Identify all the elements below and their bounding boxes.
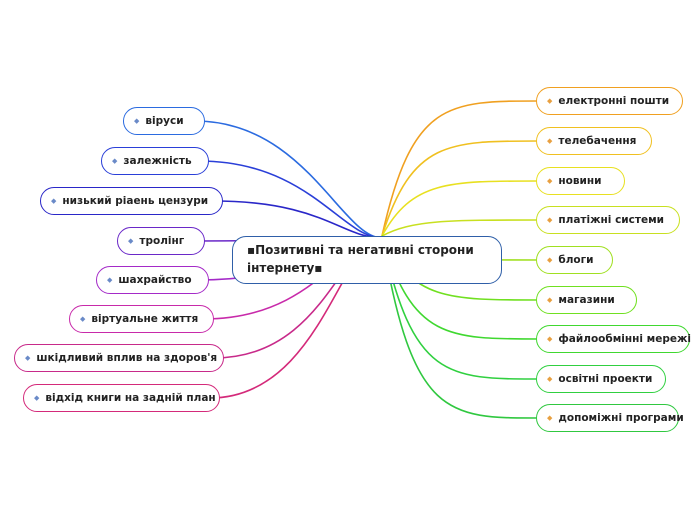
right-node-tv[interactable]: ◆ телебачення [536,127,652,155]
bullet-icon: ◆ [547,256,553,264]
left-node-viruses[interactable]: ◆ віруси [123,107,205,135]
node-label: віртуальне життя [91,313,199,325]
node-label: електронні пошти [558,95,670,107]
right-node-education[interactable]: ◆ освітні проекти [536,365,666,393]
right-node-news[interactable]: ◆ новини [536,167,625,195]
bullet-icon: ◆ [547,414,553,422]
bullet-icon: ◆ [107,276,113,284]
node-label: магазини [558,294,615,306]
left-node-health[interactable]: ◆ шкідливий вплив на здоров'я [14,344,224,372]
node-label: допоміжні програми [558,412,684,424]
right-node-email[interactable]: ◆ електронні пошти [536,87,683,115]
right-node-filesharing[interactable]: ◆ файлообмінні мережі [536,325,692,353]
node-label: файлообмінні мережі [558,333,692,345]
bullet-icon: ◆ [51,197,57,205]
bullet-icon: ◆ [34,394,40,402]
node-label: низький ріаень цензури [62,195,209,207]
bullet-icon: ◆ [547,296,553,304]
node-label: віруси [145,115,184,127]
left-node-fraud[interactable]: ◆ шахрайство [96,266,209,294]
connector-line [198,160,383,239]
bullet-icon: ◆ [25,354,31,362]
central-topic-title: ▪Позитивні та негативні сторони інтернет… [247,243,474,275]
bullet-icon: ◆ [112,157,118,165]
node-label: шкідливий вплив на здоров'я [36,352,218,364]
left-node-trolling[interactable]: ◆ тролінг [117,227,205,255]
node-label: відхід книги на задній план [45,392,216,404]
connector-line [194,120,383,239]
node-label: телебачення [558,135,637,147]
connector-line [381,140,539,237]
left-node-virtual-life[interactable]: ◆ віртуальне життя [69,305,214,333]
right-node-blogs[interactable]: ◆ блоги [536,246,613,274]
left-node-censorship[interactable]: ◆ низький ріаень цензури [40,187,223,215]
right-node-shops[interactable]: ◆ магазини [536,286,637,314]
right-node-payments[interactable]: ◆ платіжні системи [536,206,680,234]
connector-line [381,235,539,419]
connector-line [212,200,383,239]
bullet-icon: ◆ [128,237,134,245]
right-node-utilities[interactable]: ◆ допоміжні програми [536,404,684,432]
node-label: блоги [558,254,594,266]
node-label: залежність [123,155,192,167]
bullet-icon: ◆ [547,177,553,185]
bullet-icon: ◆ [547,335,553,343]
node-label: шахрайство [118,274,192,286]
node-label: освітні проекти [558,373,653,385]
bullet-icon: ◆ [547,375,553,383]
left-node-addiction[interactable]: ◆ залежність [101,147,209,175]
bullet-icon: ◆ [134,117,140,125]
node-label: тролінг [139,235,185,247]
bullet-icon: ◆ [80,315,86,323]
node-label: платіжні системи [558,214,665,226]
left-node-books[interactable]: ◆ відхід книги на задній план [23,384,220,412]
node-label: новини [558,175,602,187]
bullet-icon: ◆ [547,137,553,145]
central-topic[interactable]: ▪Позитивні та негативні сторони інтернет… [232,236,502,284]
connector-line [381,180,539,237]
bullet-icon: ◆ [547,97,553,105]
bullet-icon: ◆ [547,216,553,224]
connector-line [381,219,539,237]
connector-line [381,100,539,237]
